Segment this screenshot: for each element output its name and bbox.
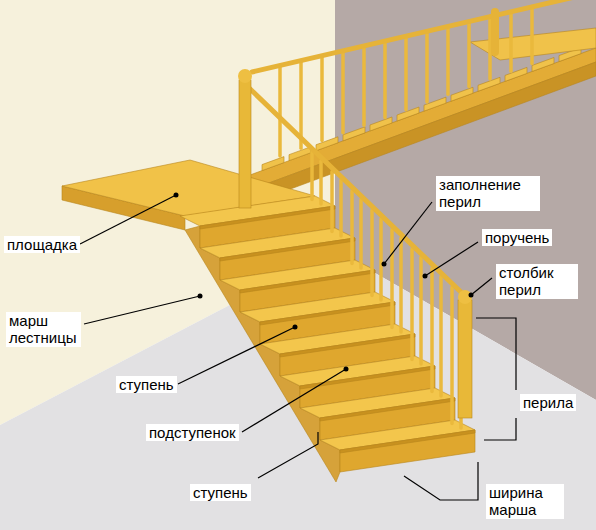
baluster bbox=[404, 36, 408, 110]
riser bbox=[340, 430, 475, 472]
baluster bbox=[425, 31, 429, 102]
newel-post bbox=[491, 12, 499, 52]
stairs bbox=[62, 0, 596, 482]
newel-post bbox=[239, 80, 251, 208]
part-label: подступенок bbox=[146, 424, 239, 441]
baluster bbox=[410, 249, 414, 360]
baluster bbox=[350, 191, 354, 263]
tread-nosing bbox=[280, 334, 415, 357]
tread-nosing bbox=[260, 302, 395, 325]
baluster bbox=[467, 21, 471, 86]
baluster bbox=[446, 26, 450, 94]
part-label: ступень bbox=[116, 376, 177, 393]
leader-dot bbox=[423, 274, 428, 279]
part-label: столбик перил bbox=[496, 264, 578, 299]
baluster bbox=[370, 210, 374, 295]
baluster bbox=[359, 200, 363, 268]
leader-dots bbox=[174, 193, 474, 372]
bracket bbox=[258, 432, 318, 478]
part-label: ширина марша bbox=[486, 484, 564, 519]
leader-dot bbox=[382, 262, 387, 267]
part-label: площадка bbox=[4, 236, 80, 253]
bracket bbox=[476, 318, 516, 390]
baluster bbox=[430, 268, 434, 391]
baluster bbox=[310, 153, 314, 200]
upper-step bbox=[532, 57, 554, 71]
upper-step bbox=[370, 117, 392, 131]
bracket bbox=[404, 462, 478, 500]
part-label: поручень bbox=[482, 229, 552, 246]
baluster bbox=[330, 172, 334, 232]
tread-nosing bbox=[220, 238, 355, 261]
baluster bbox=[278, 65, 282, 156]
upper-step bbox=[397, 107, 419, 121]
tread-nosing bbox=[200, 206, 335, 229]
upper-step bbox=[262, 157, 284, 171]
baluster bbox=[339, 181, 343, 236]
leader-dot bbox=[293, 325, 298, 330]
baluster bbox=[390, 230, 394, 328]
part-label: заполнение перил bbox=[436, 176, 540, 211]
part-label: марш лестницы bbox=[6, 312, 81, 347]
handrail bbox=[252, 0, 596, 72]
baluster bbox=[341, 51, 345, 133]
post-finial bbox=[238, 69, 252, 83]
leader-line bbox=[178, 327, 295, 384]
upper-step bbox=[343, 127, 365, 141]
upper-flight-stringer bbox=[250, 48, 596, 190]
newel-post bbox=[458, 300, 472, 418]
leader-line bbox=[425, 242, 478, 276]
baluster bbox=[419, 258, 423, 364]
baluster bbox=[439, 277, 443, 396]
baluster bbox=[362, 46, 366, 125]
part-label: перила bbox=[520, 394, 576, 411]
baluster bbox=[399, 238, 403, 332]
leader-lines bbox=[80, 195, 516, 500]
upper-step bbox=[505, 67, 527, 81]
baluster bbox=[320, 56, 324, 141]
leader-line bbox=[80, 195, 176, 244]
leader-dot bbox=[469, 293, 474, 298]
baluster bbox=[383, 41, 387, 118]
baluster bbox=[450, 287, 454, 423]
baluster bbox=[319, 161, 323, 204]
leader-dot bbox=[174, 193, 179, 198]
spacer bbox=[62, 186, 245, 190]
baluster bbox=[379, 219, 383, 300]
baluster bbox=[530, 7, 534, 64]
leader-line bbox=[242, 369, 346, 432]
tread-nosing bbox=[240, 270, 375, 293]
handrail bbox=[245, 84, 465, 296]
leader-line bbox=[471, 278, 492, 295]
leader-line bbox=[384, 202, 432, 264]
leader-line bbox=[84, 296, 200, 324]
leader-dot bbox=[198, 294, 203, 299]
tread-nosing bbox=[320, 398, 455, 421]
leader-dot bbox=[344, 367, 349, 372]
upper-step bbox=[316, 137, 338, 151]
tread-nosing bbox=[340, 430, 475, 453]
part-label: ступень bbox=[190, 484, 251, 501]
tread-nosing bbox=[300, 366, 435, 389]
bracket bbox=[484, 418, 516, 440]
baluster bbox=[509, 11, 513, 71]
upper-step bbox=[451, 87, 473, 101]
